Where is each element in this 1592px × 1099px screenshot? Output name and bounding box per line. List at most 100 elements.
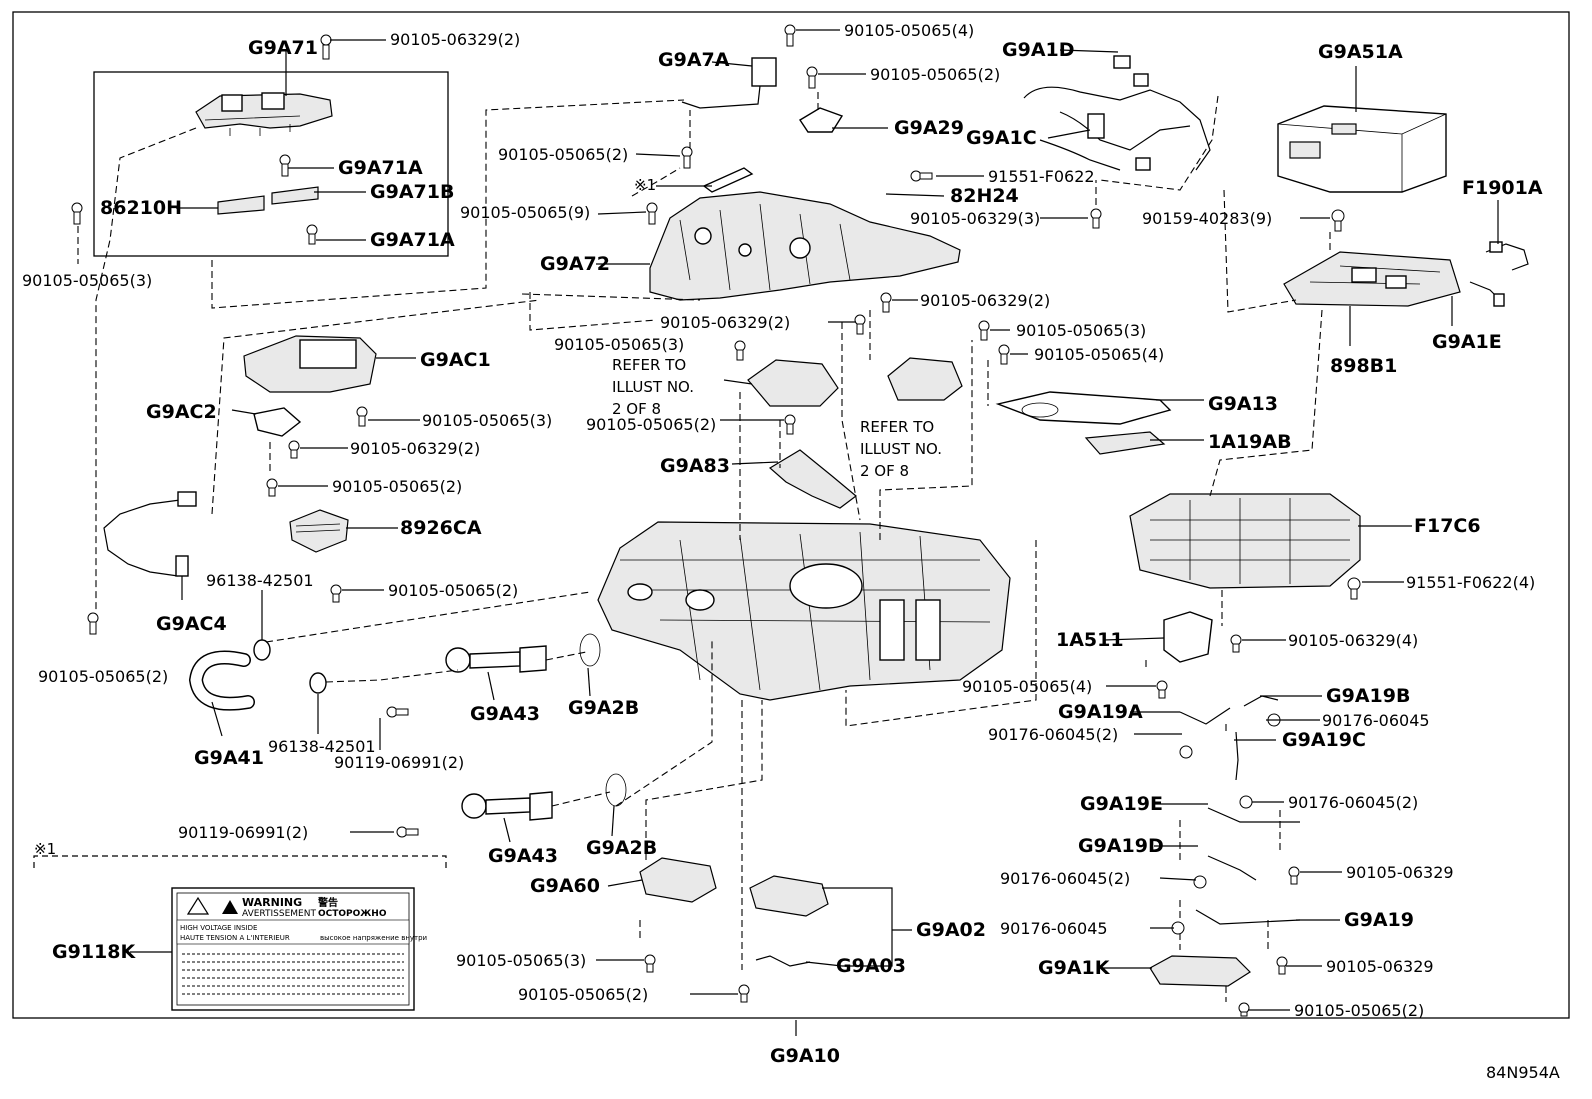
callout-90176-06045-a: 90176-06045 (1322, 711, 1430, 730)
g9a13-part[interactable] (995, 391, 1172, 425)
g9a41-hose[interactable] (188, 650, 255, 711)
g9a1e-part[interactable] (1469, 281, 1505, 307)
g9a83-part[interactable] (768, 449, 857, 509)
callout-90105-05065-3-d: 90105-05065(3) (422, 411, 552, 430)
g9a60-part[interactable] (639, 857, 717, 903)
callout-g9a60: G9A60 (530, 875, 600, 897)
1a511-part[interactable] (1163, 611, 1213, 663)
callout-g9a13: G9A13 (1208, 393, 1278, 415)
callout-f17c6: F17C6 (1414, 515, 1481, 537)
g9a2b-oring-lower[interactable] (605, 773, 627, 807)
callout-f1901a: F1901A (1462, 177, 1543, 199)
callout-96138-42501-b: 96138-42501 (268, 737, 376, 756)
callout-g9a2b-b: G9A2B (586, 837, 657, 859)
callout-96138-42501-a: 96138-42501 (206, 571, 314, 590)
callout-g9118k: G9118K (52, 941, 136, 963)
f1901a-part[interactable] (1485, 241, 1529, 271)
898b1-board[interactable] (1283, 251, 1461, 307)
callout-90105-06329-2-c: 90105-06329(2) (660, 313, 790, 332)
callout-90159-40283-9: 90159-40283(9) (1142, 209, 1272, 228)
upper-bracket-left[interactable] (747, 359, 839, 407)
g9a51a-part[interactable] (1277, 105, 1447, 193)
callout-g9ac1: G9AC1 (420, 349, 491, 371)
callout-90105-06329-3: 90105-06329(3) (910, 209, 1040, 228)
callout-90105-06329-2-d: 90105-06329(2) (350, 439, 480, 458)
callout-91551-f0622: 91551-F0622 (988, 167, 1095, 186)
callout-90105-06329-4: 90105-06329(4) (1288, 631, 1418, 650)
callout-g9a7a: G9A7A (658, 49, 730, 71)
callout-90105-05065-2-c: 90105-05065(2) (586, 415, 716, 434)
g9a03-part[interactable] (755, 955, 811, 967)
callout-90119-06991-2-a: 90119-06991(2) (334, 753, 464, 772)
callout-g9a41: G9A41 (194, 747, 264, 769)
8926ca-part[interactable] (289, 509, 349, 553)
callout-90176-06045-2-a: 90176-06045(2) (988, 725, 1118, 744)
g9a7a-part[interactable] (681, 57, 777, 109)
callout-g9a2b-a: G9A2B (568, 697, 639, 719)
warning-label-section: ※1 WARNING AVERTISSEMENT 警告 ОСТОРОЖНО HI… (33, 840, 447, 1011)
g9a19a-part[interactable] (1179, 707, 1231, 725)
g9a1d-harness[interactable] (1023, 55, 1211, 171)
callout-90119-06991-2-b: 90119-06991(2) (178, 823, 308, 842)
g9ac2-part[interactable] (253, 407, 302, 437)
callout-g9a71a-b: G9A71A (370, 229, 455, 251)
f17c6-part[interactable] (1129, 493, 1361, 589)
warning-label[interactable] (171, 887, 415, 1011)
callout-90105-05065-2-e: 90105-05065(2) (388, 581, 518, 600)
g9a19b-part[interactable] (1243, 695, 1279, 707)
g9ac4-harness[interactable] (103, 491, 197, 577)
upper-bracket-right[interactable] (887, 357, 963, 401)
hose-clamp-lower[interactable] (309, 672, 327, 694)
86210h-part[interactable] (217, 186, 319, 215)
1a19ab-part[interactable] (1084, 431, 1166, 455)
note-refer-a-3: 2 OF 8 (612, 400, 661, 418)
g9a1k-part[interactable] (1149, 955, 1251, 987)
callout-90176-06045-2-b: 90176-06045(2) (1288, 793, 1418, 812)
g9a19d-part[interactable] (1207, 855, 1257, 881)
g9a19c-part[interactable] (1235, 731, 1239, 781)
note-refer-a-2: ILLUST NO. (612, 378, 694, 396)
note-refer-b-3: 2 OF 8 (860, 462, 909, 480)
callout-90105-05065-2-h: 90105-05065(2) (1294, 1001, 1424, 1020)
g9a43-pipe-upper[interactable] (445, 645, 547, 673)
callout-90105-05065-3-b: 90105-05065(3) (1016, 321, 1146, 340)
callout-90105-05065-3-a: 90105-05065(3) (22, 271, 152, 290)
note-refer-b-1: REFER TO (860, 418, 934, 436)
main-assembly-label: G9A10 (770, 1045, 840, 1067)
warning-line-7: высокое напряжение внутри (320, 934, 427, 942)
g9a19-part[interactable] (1195, 909, 1301, 925)
callout-g9a19c: G9A19C (1282, 729, 1366, 751)
g9a29-part[interactable] (799, 107, 844, 133)
callout-91551-f0622-4: 91551-F0622(4) (1406, 573, 1535, 592)
callout-g9a83: G9A83 (660, 455, 730, 477)
callout-g9a19b: G9A19B (1326, 685, 1410, 707)
g9a2b-oring-upper[interactable] (579, 633, 601, 667)
callout-90105-05065-4-a: 90105-05065(4) (844, 21, 974, 40)
diagram-code: 84N954A (1486, 1063, 1560, 1082)
warning-triangle-icon (222, 900, 238, 914)
callout-g9ac4: G9AC4 (156, 613, 227, 635)
callout-1a19ab: 1A19AB (1208, 431, 1292, 453)
g9a43-pipe-lower[interactable] (461, 791, 553, 821)
callout-g9a19a: G9A19A (1058, 701, 1143, 723)
main-case[interactable] (597, 521, 1011, 701)
dashed-guides (77, 90, 1331, 1002)
diagram-frame (12, 11, 1570, 1019)
callout-90105-06329-a: 90105-06329 (1346, 863, 1454, 882)
callout-g9a29: G9A29 (894, 117, 964, 139)
g9a71-group-box (93, 71, 449, 257)
callout-8926ca: 8926CA (400, 517, 482, 539)
callout-g9a71a-a: G9A71A (338, 157, 423, 179)
callout-g9a51a: G9A51A (1318, 41, 1403, 63)
callout-86210h: 86210H (100, 197, 182, 219)
callout-g9a1d: G9A1D (1002, 39, 1075, 61)
hose-clamp-upper[interactable] (253, 639, 271, 661)
leader-lines (130, 29, 1499, 1036)
g9ac1-part[interactable] (243, 335, 377, 393)
warning-marker: ※1 (34, 840, 56, 858)
g9a02-part[interactable] (749, 875, 829, 917)
g9a71-part[interactable] (195, 92, 333, 136)
g9a72-part[interactable] (649, 191, 961, 301)
g9a19e-part[interactable] (1207, 807, 1300, 823)
callout-g9ac2: G9AC2 (146, 401, 217, 423)
